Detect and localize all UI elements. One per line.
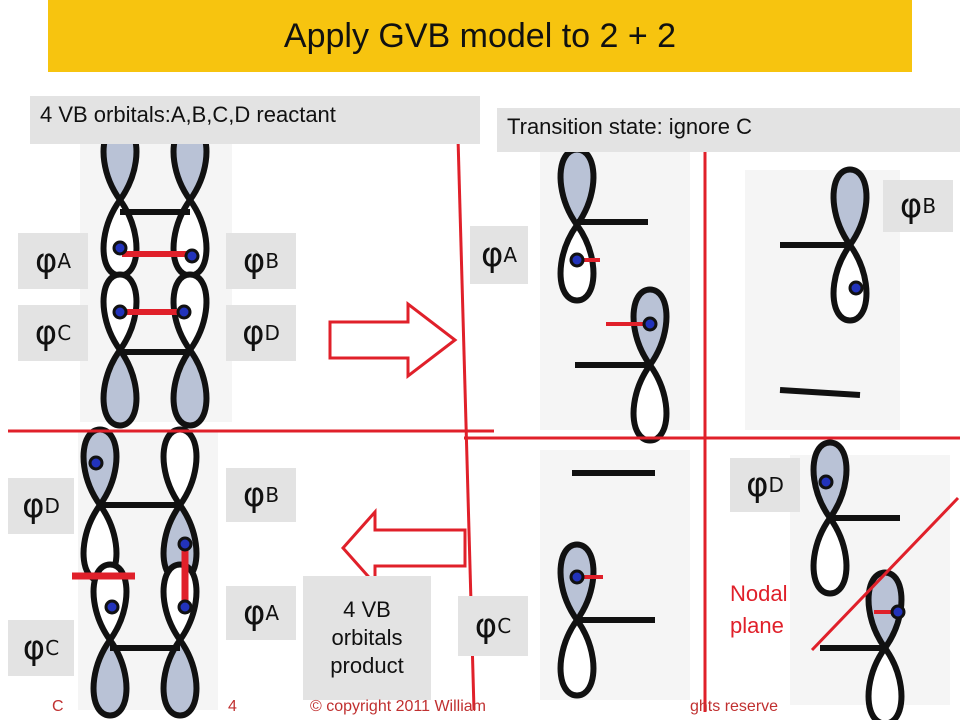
footer-left: C <box>52 698 64 715</box>
phi-symbol: φ <box>34 313 58 353</box>
phi-symbol: φ <box>22 628 46 668</box>
phi-symbol: φ <box>746 465 769 505</box>
footer-page-number: 4 <box>228 698 237 715</box>
footer-copyright: © copyright 2011 William <box>310 698 486 715</box>
subscript: D <box>768 473 784 497</box>
product-caption-line1: 4 VB <box>343 597 391 622</box>
reactant-molecule <box>80 125 232 426</box>
transition-state <box>540 150 950 720</box>
product-molecule <box>72 430 218 716</box>
subscript: A <box>57 249 72 273</box>
transition-caption: Transition state: ignore C <box>497 108 960 152</box>
subscript: A <box>265 601 280 625</box>
transition-caption-text: Transition state: ignore C <box>507 114 752 139</box>
nodal-line2: plane <box>730 613 784 638</box>
footer: C 4 © copyright 2011 William ghts reserv… <box>0 698 960 720</box>
subscript: C <box>497 614 512 638</box>
phi-symbol: φ <box>242 593 266 633</box>
slide-title: Apply GVB model to 2 + 2 <box>283 16 677 55</box>
phi-symbol: φ <box>242 475 266 515</box>
subscript: C <box>57 321 72 345</box>
subscript: B <box>922 194 937 218</box>
phi-symbol: φ <box>242 313 265 353</box>
subscript: D <box>264 321 280 345</box>
nodal-plane-label: Nodal plane <box>730 578 787 642</box>
subscript: B <box>265 483 280 507</box>
subscript: B <box>265 249 280 273</box>
phi-symbol: φ <box>242 241 266 281</box>
title-bar: Apply GVB model to 2 + 2 <box>48 0 912 72</box>
subscript: C <box>45 636 60 660</box>
reactant-caption: 4 VB orbitals:A,B,C,D reactant <box>30 96 480 144</box>
product-caption: 4 VB orbitals product <box>303 576 431 700</box>
phi-symbol: φ <box>22 486 45 526</box>
footer-rights: ghts reserve <box>690 698 779 715</box>
backward-arrow <box>340 508 467 588</box>
subscript: D <box>44 494 60 518</box>
product-caption-line2: orbitals <box>331 625 403 650</box>
phi-symbol: φ <box>474 606 498 646</box>
product-caption-line3: product <box>330 653 404 678</box>
phi-symbol: φ <box>480 235 504 275</box>
phi-symbol: φ <box>34 241 58 281</box>
nodal-line1: Nodal <box>730 581 788 606</box>
forward-arrow <box>328 300 458 380</box>
phi-symbol: φ <box>899 186 923 226</box>
subscript: A <box>503 243 518 267</box>
reactant-caption-text: 4 VB orbitals:A,B,C,D reactant <box>40 102 336 127</box>
